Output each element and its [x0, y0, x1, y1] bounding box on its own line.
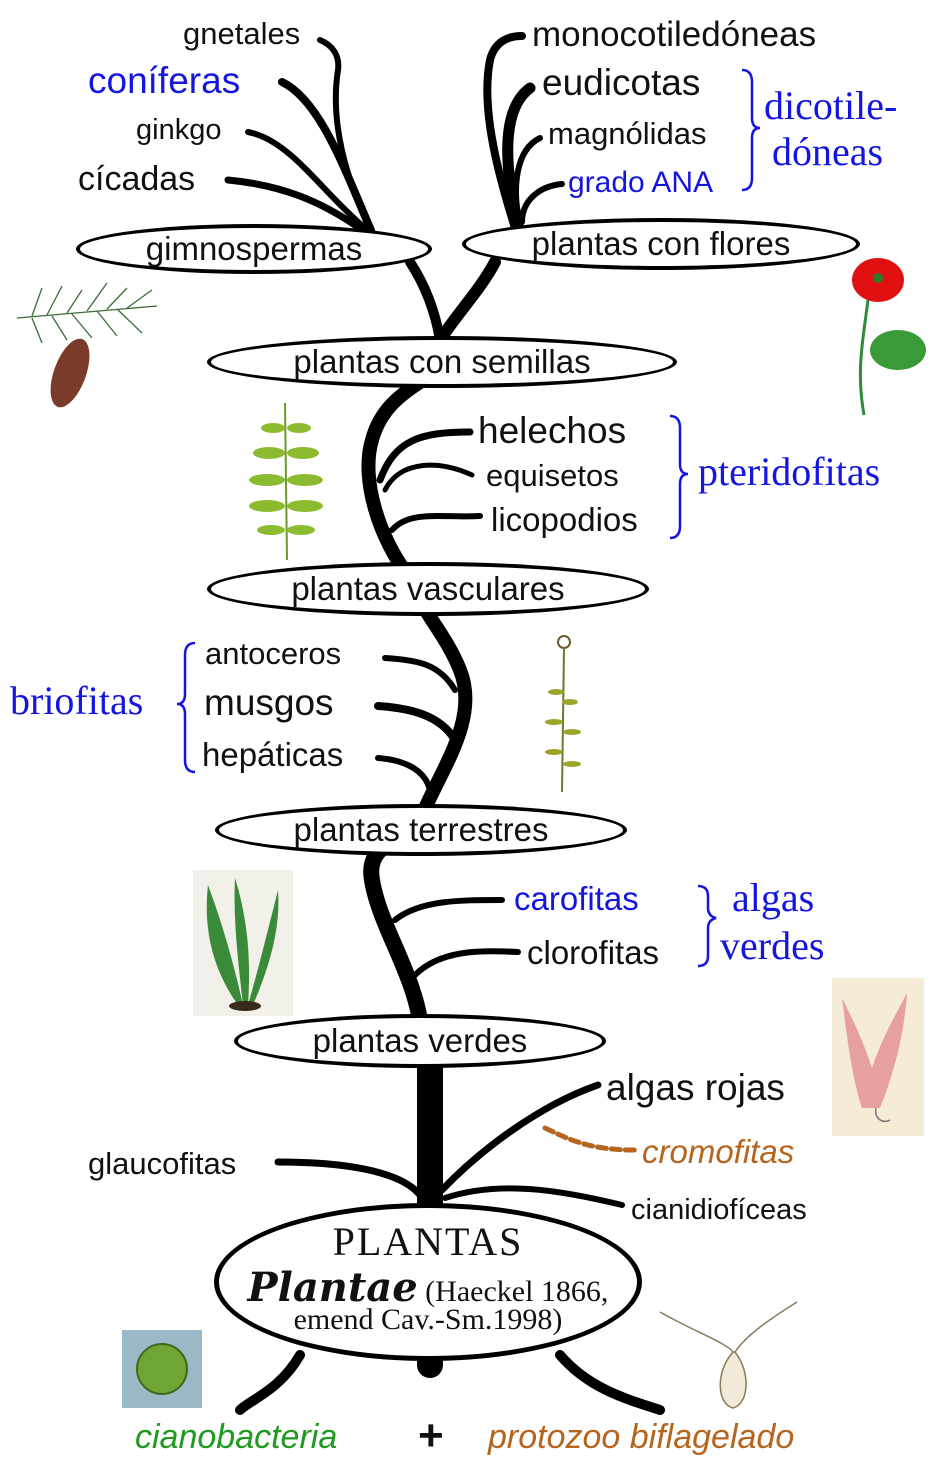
trunk-terrestres-vasculares: [413, 593, 473, 827]
branch-carofitas: [392, 897, 505, 923]
node-plantas-con-flores-label: plantas con flores: [531, 225, 791, 262]
leaf-hepaticas: hepáticas: [202, 736, 344, 773]
root-left: [235, 1350, 305, 1415]
branch-cicadas: [224, 176, 366, 234]
node-gimnospermas: gimnospermas: [76, 224, 432, 274]
fern-illustration: [249, 402, 323, 561]
leaf-carofitas: carofitas: [514, 880, 639, 917]
leaf-licopodios: licopodios: [491, 501, 638, 538]
node-plantas-con-flores: plantas con flores: [462, 218, 860, 270]
node-plantas-vasculares-label: plantas vasculares: [291, 570, 565, 607]
branch-cromofitas: [542, 1125, 638, 1153]
branch-magnolids: [513, 135, 543, 227]
group-dicot-line2: dóneas: [772, 129, 884, 174]
leaf-cicadas: cícadas: [78, 160, 196, 198]
branch-hepaticas: [375, 755, 433, 793]
branch-ginkgo: [245, 129, 368, 231]
moss-illustration: [545, 635, 581, 793]
branch-clorofitas: [412, 948, 521, 978]
brace-algas-verdes: [697, 884, 717, 968]
pine-branch-illustration: [16, 282, 158, 408]
green-alga-illustration: [193, 870, 293, 1016]
leaf-antoceros: antoceros: [205, 636, 342, 671]
group-dicot-line1: dicotile-: [764, 83, 898, 128]
branch-helechos: [376, 428, 474, 484]
leaf-equisetos: equisetos: [486, 458, 619, 493]
root-citation-2: emend Cav.-Sm.1998): [293, 1303, 563, 1336]
branch-monocots: [483, 32, 526, 232]
origin-plus: +: [418, 1411, 444, 1460]
root-citation-1: (Haeckel 1866,: [425, 1275, 609, 1308]
leaf-algas-rojas: algas rojas: [606, 1067, 785, 1108]
biflagellate-protozoan-illustration: [659, 1301, 798, 1409]
brace-briofitas: [176, 641, 196, 774]
trunk-semillas-gimno: [405, 257, 445, 345]
branch-antoceros: [382, 655, 458, 693]
node-plantas-con-semillas: plantas con semillas: [207, 336, 677, 388]
leaf-musgos: musgos: [204, 682, 334, 723]
node-plantas-terrestres: plantas terrestres: [215, 804, 627, 856]
leaf-ginkgo: ginkgo: [136, 114, 222, 146]
node-plantas-verdes-label: plantas verdes: [312, 1022, 528, 1059]
branch-algas-rojas: [438, 1081, 602, 1194]
leaf-magnolidas: magnólidas: [548, 116, 707, 151]
node-gimnospermas-label: gimnospermas: [145, 230, 363, 267]
leaf-clorofitas: clorofitas: [527, 934, 660, 971]
trunk-verdes-terrestres: [363, 834, 430, 1048]
cyanobacterium-illustration: [122, 1330, 202, 1408]
leaf-gnetales: gnetales: [183, 16, 301, 51]
node-plantas-vasculares: plantas vasculares: [207, 562, 649, 616]
leaf-glaucofitas: glaucofitas: [88, 1146, 237, 1181]
branch-equisetos: [382, 462, 475, 493]
trunk-vasculares-semillas: [361, 375, 427, 585]
root-title: PLANTAS: [332, 1219, 524, 1264]
root-scientific-line: Plantae (Haeckel 1866,: [219, 1264, 637, 1311]
root-node-plantas: PLANTAS Plantae (Haeckel 1866, emend Cav…: [214, 1203, 642, 1361]
branch-musgos: [374, 702, 459, 744]
poppy-illustration: [852, 258, 926, 416]
leaf-helechos: helechos: [478, 410, 627, 451]
branch-coniferas: [278, 78, 374, 232]
node-plantas-terrestres-label: plantas terrestres: [293, 811, 549, 848]
branch-licopodios: [389, 513, 483, 533]
root-scientific-name: Plantae: [247, 1264, 418, 1311]
leaf-cianidioficeas: cianidiofíceas: [631, 1194, 807, 1226]
group-briofitas: briofitas: [10, 678, 144, 723]
group-algas-verdes-line1: algas: [732, 875, 815, 920]
leaf-eudicotas: eudicotas: [542, 62, 701, 103]
root-right: [555, 1350, 665, 1415]
origin-protozoo-biflagelado: protozoo biflagelado: [488, 1418, 795, 1456]
node-plantas-verdes: plantas verdes: [234, 1014, 606, 1068]
leaf-grado-ana: grado ANA: [568, 166, 714, 199]
origin-cianobacteria: cianobacteria: [135, 1418, 338, 1456]
leaf-monocotiledoneas: monocotiledóneas: [532, 15, 817, 54]
branch-glaucofitas: [274, 1158, 424, 1199]
trunk-semillas-flores: [434, 256, 501, 346]
branch-ana: [519, 181, 565, 225]
group-algas-verdes-line2: verdes: [720, 923, 825, 968]
leaf-coniferas: coníferas: [88, 60, 241, 101]
brace-pteridofitas: [669, 414, 689, 540]
group-pteridofitas: pteridofitas: [698, 449, 881, 494]
red-alga-illustration: [832, 978, 924, 1136]
brace-dicot: [741, 68, 761, 192]
leaf-cromofitas: cromofitas: [642, 1133, 795, 1170]
branch-cianidioficeas: [442, 1185, 625, 1208]
node-plantas-con-semillas-label: plantas con semillas: [293, 343, 591, 380]
